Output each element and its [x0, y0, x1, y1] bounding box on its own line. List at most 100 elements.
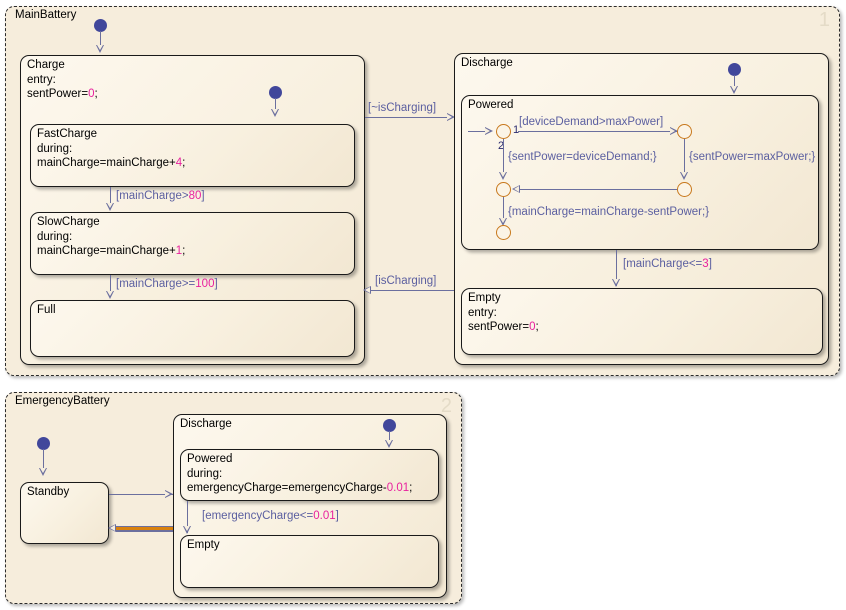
- default-transition-stem-charge: [100, 31, 102, 51]
- junction-terminal-e[interactable]: [496, 225, 511, 240]
- state-full-name: Full: [37, 304, 56, 316]
- transition-powered-to-empty-line[interactable]: [616, 250, 618, 286]
- transition-junction-d-to-c-line[interactable]: [514, 189, 677, 191]
- default-transition-stem-standby: [43, 449, 45, 473]
- state-slowcharge-action-terminator: ;: [182, 245, 186, 258]
- transition-powered-to-empty-emergency-line[interactable]: [187, 501, 189, 533]
- state-slowcharge-action-value: 1: [175, 245, 183, 258]
- transition-junction-a-to-b-line[interactable]: [518, 131, 678, 133]
- transition-discharge-to-standby-line[interactable]: [116, 527, 173, 531]
- transition-slow-to-full-label: [mainCharge>=100]: [116, 277, 218, 291]
- slow-to-full-cond-pre: [mainCharge>=: [116, 278, 196, 290]
- default-transition-dot-charge: [94, 19, 107, 32]
- default-transition-dot-powered-emergency: [383, 419, 396, 432]
- transition-powered-to-empty-emergency-arrow: [183, 526, 191, 534]
- powered-entry-arrow: [485, 127, 493, 135]
- transition-charge-to-discharge-line[interactable]: [365, 117, 453, 119]
- state-powered-name: Powered: [468, 99, 514, 111]
- transition-junction-b-to-d-arrow: [680, 172, 688, 180]
- state-empty-emergency-label: Empty: [187, 538, 434, 553]
- state-fastcharge-action-keyword: during:: [37, 142, 73, 155]
- state-charge-action-keyword: entry:: [27, 73, 56, 86]
- state-powered-emergency-action: emergencyCharge=emergencyCharge-: [187, 482, 387, 495]
- powered-to-empty-cond-num: 3: [702, 258, 709, 270]
- state-discharge-emergency-name: Discharge: [180, 418, 232, 430]
- transition-junction-d-to-c-arrow: [512, 185, 520, 193]
- transition-standby-to-discharge-line[interactable]: [109, 494, 173, 496]
- state-powered[interactable]: Powered: [461, 95, 819, 250]
- emergency-powered-to-empty-cond-num: 0.01: [313, 510, 336, 522]
- transition-discharge-to-standby-edge-top: [116, 525, 173, 527]
- state-empty-emergency-name: Empty: [187, 539, 220, 551]
- transition-discharge-to-standby-edge-bottom: [116, 530, 173, 532]
- default-transition-arrow-standby: [39, 468, 47, 476]
- junction-merge-c[interactable]: [496, 182, 511, 197]
- state-empty-emergency[interactable]: Empty: [180, 535, 439, 588]
- transition-powered-to-empty-label: [mainCharge<=3]: [623, 257, 712, 271]
- state-charge-action-terminator: ;: [94, 88, 98, 101]
- transition-slow-to-full-line[interactable]: [110, 275, 112, 297]
- slow-to-full-cond-post: ]: [214, 278, 218, 290]
- powered-entry-stub: [468, 131, 490, 133]
- transition-discharge-to-charge-line[interactable]: [368, 290, 458, 292]
- transition-discharge-to-standby-arrow: [108, 524, 116, 532]
- chart-emergencybattery[interactable]: EmergencyBattery 2 Standby Discharge Pow…: [5, 392, 462, 604]
- state-discharge-name: Discharge: [461, 57, 513, 69]
- state-empty-main-action-terminator: ;: [535, 321, 539, 334]
- state-fastcharge-action-terminator: ;: [182, 157, 186, 170]
- state-slowcharge-action: mainCharge=mainCharge+: [37, 245, 176, 258]
- junction-decision-b[interactable]: [677, 124, 692, 139]
- state-fastcharge-action-value: 4: [175, 157, 183, 170]
- default-transition-arrow-charge: [96, 45, 104, 53]
- junction-decision-a[interactable]: [496, 124, 511, 139]
- state-charge-name: Charge: [27, 59, 65, 71]
- junction-order-2: 2: [498, 140, 505, 152]
- chart-title-emergencybattery: EmergencyBattery: [15, 395, 110, 407]
- state-standby-label: Standby: [27, 485, 104, 500]
- default-transition-dot-standby: [37, 437, 50, 450]
- chart-title-mainbattery: MainBattery: [15, 9, 77, 21]
- default-transition-arrow-fastcharge: [271, 109, 279, 117]
- transition-junction-b-to-d-line[interactable]: [684, 139, 686, 177]
- transition-fast-to-slow-arrow: [106, 203, 114, 211]
- state-powered-emergency-action-value: 0.01: [386, 482, 410, 495]
- state-full-label: Full: [37, 303, 350, 318]
- default-transition-stem-powered: [734, 75, 736, 91]
- slow-to-full-cond-num: 100: [195, 278, 215, 290]
- transition-junction-a-to-b-label: [deviceDemand>maxPower]: [519, 116, 664, 128]
- transition-fast-to-slow-line[interactable]: [110, 187, 112, 209]
- default-transition-arrow-powered-emergency: [385, 440, 393, 448]
- state-slowcharge-action-keyword: during:: [37, 230, 73, 243]
- transition-junction-a-to-c-arrow: [499, 172, 507, 180]
- state-standby[interactable]: Standby: [20, 482, 109, 544]
- default-transition-arrow-powered: [730, 86, 738, 94]
- emergency-powered-to-empty-cond-pre: [emergencyCharge<=: [202, 510, 314, 522]
- transition-junction-c-to-e-line[interactable]: [503, 197, 505, 223]
- state-powered-label: Powered: [468, 98, 814, 113]
- default-transition-stem-fastcharge: [275, 98, 277, 115]
- transition-junction-b-to-d-label: {sentPower=maxPower;}: [689, 151, 816, 163]
- transition-discharge-to-charge-label: [isCharging]: [375, 275, 437, 287]
- emergency-powered-to-empty-cond-post: ]: [335, 510, 339, 522]
- state-empty-main-action: sentPower=: [468, 321, 530, 334]
- transition-charge-to-discharge-arrow: [447, 113, 455, 121]
- transition-junction-a-to-b-arrow: [670, 127, 678, 135]
- junction-merge-d[interactable]: [677, 182, 692, 197]
- transition-powered-to-empty-emergency-label: [emergencyCharge<=0.01]: [202, 509, 339, 523]
- state-full[interactable]: Full: [30, 300, 355, 357]
- chart-badge-emergencybattery: 2: [440, 395, 452, 417]
- fast-to-slow-cond-num: 80: [188, 190, 202, 202]
- transition-junction-c-to-e-label: {mainCharge=mainCharge-sentPower;}: [508, 206, 710, 218]
- transition-junction-a-to-c-line[interactable]: [503, 139, 505, 177]
- transition-discharge-to-charge-arrow: [363, 286, 371, 294]
